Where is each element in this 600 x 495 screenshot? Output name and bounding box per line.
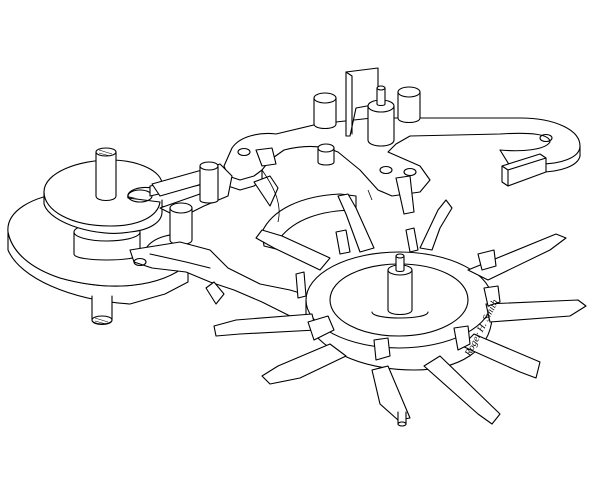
middle-plate [151,161,233,246]
lever-posts [253,143,415,215]
escape-wheel [213,193,587,425]
lever-end-block [501,153,547,187]
left-upper-arbor [95,147,117,202]
upper-post [345,67,379,137]
left-lower-arbor [91,295,113,326]
top-cylinders [313,85,421,147]
wheel-bottom-pin [397,411,407,427]
contour-lines [261,169,373,223]
